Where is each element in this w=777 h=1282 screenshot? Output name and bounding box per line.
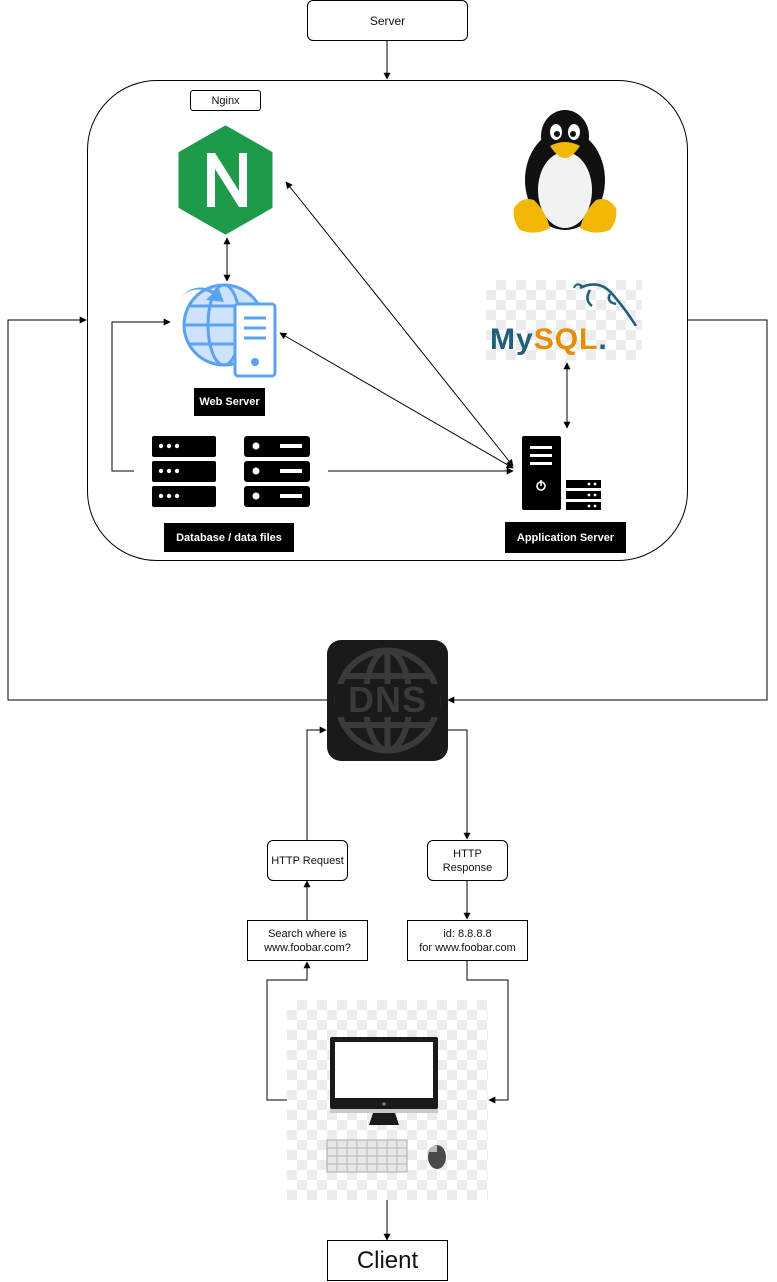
database-server-icon-left (152, 436, 216, 507)
ip-line1: id: 8.8.8.8 (443, 927, 492, 940)
mysql-logo: MySQL. (486, 280, 642, 360)
mysql-dolphin-icon (573, 283, 638, 327)
dns-box[interactable]: DNS (327, 640, 448, 761)
web-server-icon (178, 280, 280, 380)
server-label: Server (369, 13, 406, 28)
dns-container-arrow (7, 316, 327, 701)
client-label: Client (356, 1246, 419, 1274)
client-search-arrow (266, 961, 311, 1101)
mysql-wordmark: MySQL. (490, 323, 608, 356)
nginx-label-box[interactable]: Nginx (190, 90, 261, 111)
db-webserver-arrow (111, 318, 171, 472)
request-dns-arrow (306, 726, 327, 840)
ip-line2: for www.foobar.com (419, 941, 516, 954)
client-box[interactable]: Client (327, 1240, 448, 1281)
database-label-text: Database / data files (176, 531, 282, 544)
mysql-sql: SQL (533, 323, 599, 356)
nginx-logo (177, 125, 274, 235)
mysql-my: My (490, 323, 534, 356)
search-query-box[interactable]: Search where is www.foobar.com? (247, 920, 368, 961)
http-request-box[interactable]: HTTP Request (267, 840, 348, 881)
application-server-icon (516, 432, 602, 512)
http-response-line2: Response (442, 861, 493, 874)
http-response-box[interactable]: HTTP Response (427, 840, 508, 881)
nginx-label: Nginx (211, 94, 240, 107)
database-server-icon-right (244, 436, 310, 507)
dns-globe-icon (334, 647, 441, 754)
application-server-label: Application Server (505, 522, 626, 553)
client-computer-image (287, 1000, 488, 1200)
http-response-line1: HTTP (453, 847, 482, 860)
server-box[interactable]: Server (307, 0, 468, 41)
app-webserver-arrow (279, 332, 514, 469)
ip-result-box[interactable]: id: 8.8.8.8 for www.foobar.com (407, 920, 528, 961)
web-server-label-text: Web Server (199, 396, 260, 408)
database-label: Database / data files (164, 523, 294, 552)
search-line1: Search where is (268, 927, 347, 940)
search-line2: www.foobar.com? (264, 941, 351, 954)
ip-client-arrow (466, 961, 509, 1104)
server-container[interactable] (87, 80, 688, 561)
linux-tux-logo (510, 108, 620, 238)
application-server-label-text: Application Server (516, 531, 615, 544)
computer-icon (326, 1037, 446, 1173)
http-request-label: HTTP Request (271, 854, 344, 867)
dns-label: DNS (347, 679, 427, 720)
web-server-label: Web Server (194, 388, 265, 416)
dns-response-arrow (448, 729, 471, 840)
container-dns-arrow (447, 319, 768, 704)
